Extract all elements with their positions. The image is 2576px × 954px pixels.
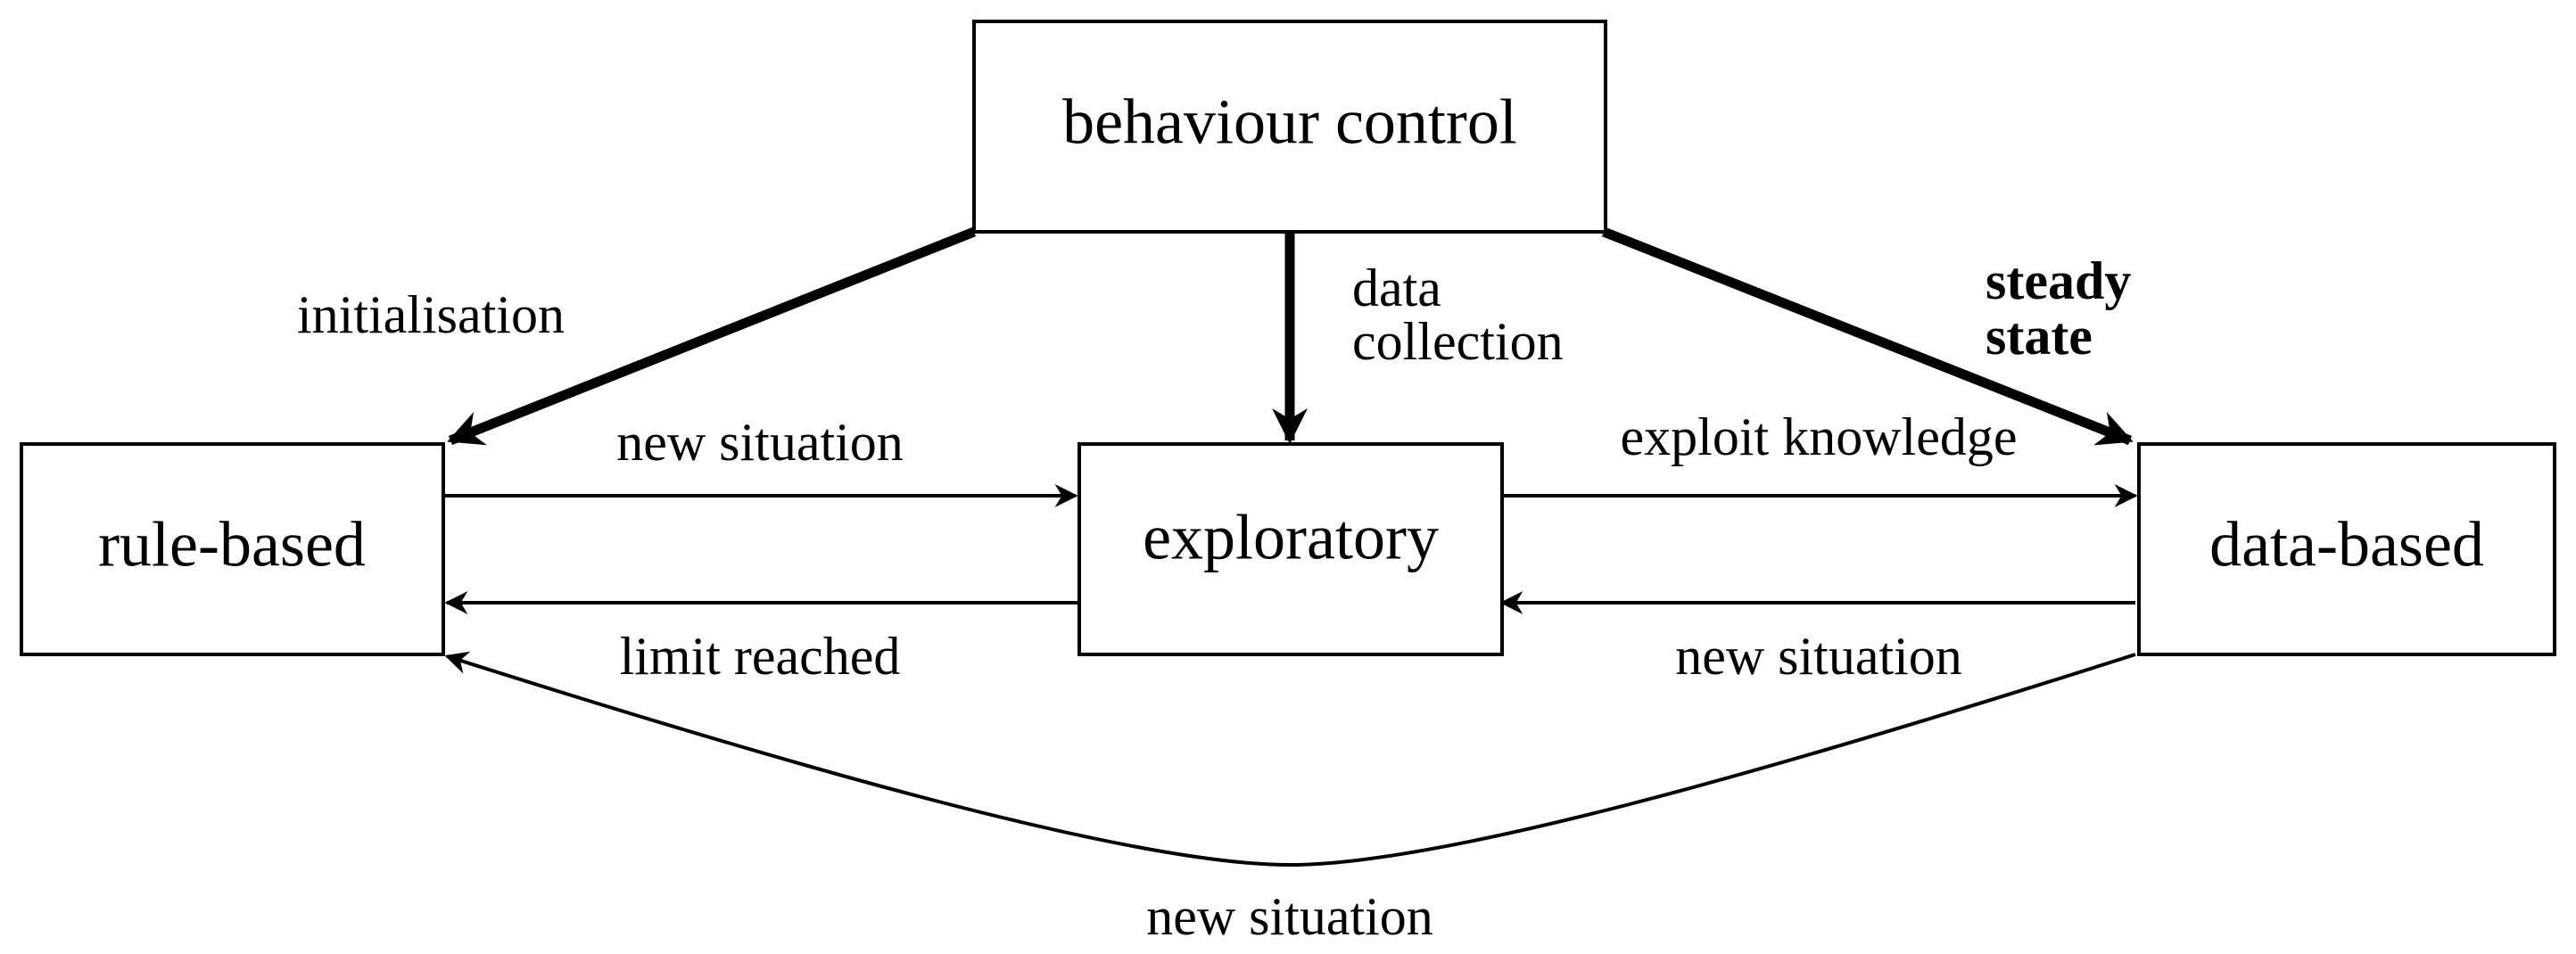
initialisation-arrow — [447, 226, 977, 446]
exploratory-node: exploratory — [1077, 442, 1504, 656]
exploratory-to-data-label: exploit knowledge — [1621, 407, 2018, 466]
exploratory-to-rule-label: limit reached — [620, 627, 901, 686]
data-collection-label-line2: collection — [1352, 312, 1564, 371]
rule-based-node: rule-based — [20, 442, 445, 656]
rule-based-label: rule-based — [98, 509, 366, 580]
steady-state-arrow — [1601, 226, 2134, 446]
steady-state-label-line1: steady — [1986, 251, 2131, 310]
data-collection-label-line1: data — [1352, 259, 1441, 317]
behaviour-control-node: behaviour control — [972, 20, 1607, 234]
rule-to-exploratory-label: new situation — [616, 413, 904, 472]
steady-state-label-line2: state — [1986, 307, 2093, 366]
data-to-rule-curve-arrow — [444, 651, 2136, 868]
data-to-rule-label: new situation — [1146, 887, 1433, 946]
behaviour-control-label: behaviour control — [1062, 86, 1517, 158]
data-based-label: data-based — [2209, 509, 2484, 580]
data-based-node: data-based — [2137, 442, 2556, 656]
data-to-exploratory-label: new situation — [1675, 627, 1962, 686]
initialisation-label: initialisation — [297, 285, 565, 344]
exploratory-label: exploratory — [1143, 502, 1439, 573]
